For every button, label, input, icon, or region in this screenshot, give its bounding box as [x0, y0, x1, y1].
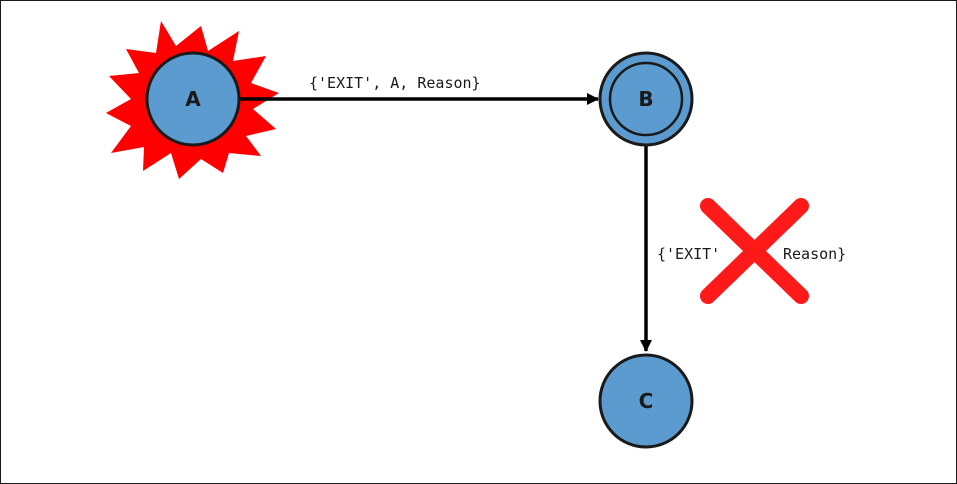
red-cross-icon [700, 198, 809, 304]
node-b-label: B [638, 87, 653, 111]
node-b: B [598, 51, 694, 147]
node-c: C [598, 353, 694, 449]
edge-b-to-c-label-left: {'EXIT' [657, 245, 720, 263]
edge-a-to-b-label: {'EXIT', A, Reason} [309, 74, 481, 92]
node-a-label: A [185, 87, 201, 111]
edge-b-to-c-label-right: Reason} [783, 245, 846, 263]
node-a: A [145, 51, 241, 147]
node-c-label: C [639, 389, 654, 413]
